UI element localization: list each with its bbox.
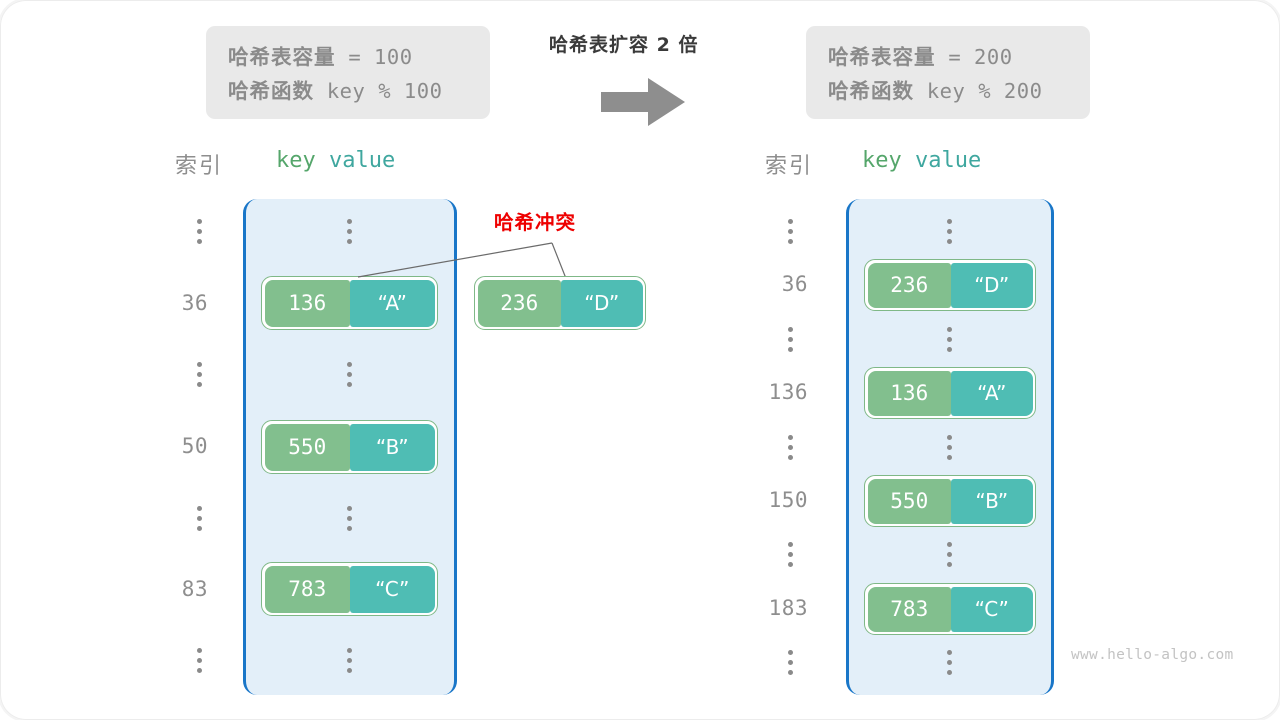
left-entry-83-value: “C” [350, 565, 435, 613]
right-entry-183[interactable]: 783 “C” [864, 583, 1036, 635]
right-index-3: 136 [768, 380, 808, 404]
left-entry-83-key: 783 [264, 565, 350, 613]
right-index-header: 索引 [765, 154, 814, 179]
right-entry-136[interactable]: 136 “A” [864, 367, 1036, 419]
right-bucket-ellipsis-4 [946, 650, 953, 675]
right-entry-36-value: “D” [951, 262, 1033, 308]
collision-floating-value: “D” [561, 279, 643, 327]
right-entry-183-value: “C” [951, 586, 1033, 632]
left-capacity-label: 哈希表容量 [228, 45, 336, 69]
right-entry-183-key: 783 [867, 586, 951, 632]
watermark: www.hello-algo.com [1071, 647, 1234, 663]
left-hashfn-value: key % 100 [314, 79, 443, 103]
right-entry-136-value: “A” [951, 370, 1033, 416]
left-entry-50[interactable]: 550 “B” [261, 420, 438, 474]
right-index-1: 36 [781, 272, 808, 296]
left-value-header: value [329, 148, 396, 173]
left-index-1: 36 [181, 291, 208, 315]
left-index-3: 50 [181, 434, 208, 458]
right-hashfn-line: 哈希函数 key % 200 [828, 74, 1068, 108]
left-index-ellipsis-2 [196, 506, 203, 531]
left-entry-36-key: 136 [264, 279, 350, 327]
right-capacity-line: 哈希表容量 = 200 [828, 40, 1068, 74]
left-index-ellipsis-0 [196, 219, 203, 244]
left-bucket-ellipsis-0 [346, 219, 353, 244]
right-entry-36-key: 236 [867, 262, 951, 308]
right-entry-150-value: “B” [951, 478, 1033, 524]
expand-title: 哈希表扩容 2 倍 [549, 34, 699, 56]
right-capacity-label: 哈希表容量 [828, 45, 936, 69]
left-key-header: key [276, 148, 316, 173]
right-entry-150[interactable]: 550 “B” [864, 475, 1036, 527]
left-hashfn-label: 哈希函数 [228, 79, 314, 103]
left-index-header: 索引 [175, 154, 224, 179]
right-index-ellipsis-1 [787, 327, 794, 352]
collision-label: 哈希冲突 [494, 211, 577, 234]
left-index-5: 83 [181, 577, 208, 601]
right-bucket-ellipsis-2 [946, 435, 953, 460]
left-bucket-ellipsis-3 [346, 648, 353, 673]
left-capacity-value: = 100 [335, 45, 413, 69]
left-keyvalue-header: key value [276, 148, 395, 173]
right-value-header: value [915, 148, 982, 173]
right-entry-150-key: 550 [867, 478, 951, 524]
right-hashfn-label: 哈希函数 [828, 79, 914, 103]
right-hashfn-value: key % 200 [914, 79, 1043, 103]
left-bucket-ellipsis-2 [346, 506, 353, 531]
right-entry-136-key: 136 [867, 370, 951, 416]
collision-floating-entry[interactable]: 236 “D” [474, 276, 646, 330]
right-index-ellipsis-2 [787, 435, 794, 460]
right-entry-36[interactable]: 236 “D” [864, 259, 1036, 311]
right-hash-config-box: 哈希表容量 = 200 哈希函数 key % 200 [806, 26, 1090, 119]
right-capacity-value: = 200 [935, 45, 1013, 69]
right-index-ellipsis-3 [787, 542, 794, 567]
right-bucket-ellipsis-0 [946, 219, 953, 244]
left-capacity-line: 哈希表容量 = 100 [228, 40, 468, 74]
right-bucket-ellipsis-1 [946, 327, 953, 352]
right-keyvalue-header: key value [862, 148, 981, 173]
right-index-ellipsis-4 [787, 650, 794, 675]
left-entry-50-key: 550 [264, 423, 350, 471]
right-key-header: key [862, 148, 902, 173]
right-index-ellipsis-0 [787, 219, 794, 244]
left-hashfn-line: 哈希函数 key % 100 [228, 74, 468, 108]
collision-floating-key: 236 [477, 279, 561, 327]
right-index-7: 183 [768, 596, 808, 620]
left-entry-36[interactable]: 136 “A” [261, 276, 438, 330]
right-index-5: 150 [768, 488, 808, 512]
left-index-ellipsis-1 [196, 362, 203, 387]
left-bucket-ellipsis-1 [346, 362, 353, 387]
right-bucket-ellipsis-3 [946, 542, 953, 567]
left-entry-83[interactable]: 783 “C” [261, 562, 438, 616]
right-arrow-icon [601, 78, 685, 130]
left-entry-50-value: “B” [350, 423, 435, 471]
left-hash-config-box: 哈希表容量 = 100 哈希函数 key % 100 [206, 26, 490, 119]
left-index-ellipsis-3 [196, 648, 203, 673]
left-entry-36-value: “A” [350, 279, 435, 327]
